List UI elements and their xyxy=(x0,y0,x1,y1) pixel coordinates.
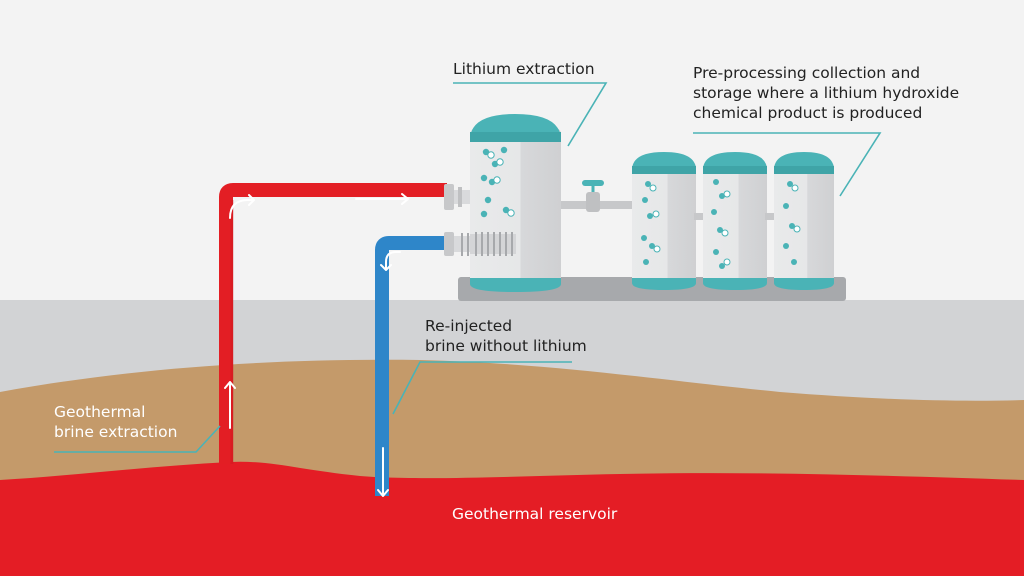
inlet-fitting xyxy=(444,184,472,210)
label-pre-processing: Pre-processing collection and storage wh… xyxy=(693,63,959,123)
valve-icon xyxy=(561,180,635,212)
label-geothermal-brine-extraction: Geothermal brine extraction xyxy=(54,402,177,442)
label-text: Geothermal reservoir xyxy=(452,505,618,523)
connector-pipe xyxy=(694,213,706,220)
leader-line-preprocessing xyxy=(693,132,882,197)
storage-tank-2 xyxy=(703,152,767,290)
label-line: Re-injected xyxy=(425,317,513,335)
connector-pipe xyxy=(765,213,777,220)
label-line: storage where a lithium hydroxide xyxy=(693,84,960,102)
leader-line-extraction xyxy=(453,82,608,147)
lithium-particle-icon xyxy=(711,179,731,269)
label-lithium-extraction: Lithium extraction xyxy=(453,59,595,79)
extraction-pipe xyxy=(219,183,447,464)
label-text: Lithium extraction xyxy=(453,60,595,78)
storage-tank-3 xyxy=(774,152,834,290)
geothermal-reservoir xyxy=(0,461,1024,576)
arrow-icon xyxy=(229,194,255,219)
leader-line-geobrine xyxy=(54,425,221,453)
label-line: Pre-processing collection and xyxy=(693,64,921,82)
arrow-icon xyxy=(380,251,401,271)
label-geothermal-reservoir: Geothermal reservoir xyxy=(452,504,617,524)
label-line: brine without lithium xyxy=(425,337,587,355)
reinjection-pipe xyxy=(375,236,448,497)
label-line: brine extraction xyxy=(54,423,178,441)
arrow-icon xyxy=(377,447,389,497)
label-line: Geothermal xyxy=(54,403,146,421)
storage-tank-1 xyxy=(632,152,696,290)
arrow-icon xyxy=(224,381,236,429)
label-line: chemical product is produced xyxy=(693,104,923,122)
label-reinjected-brine: Re-injected brine without lithium xyxy=(425,316,587,356)
arrow-icon xyxy=(355,193,409,205)
lithium-particle-icon xyxy=(641,181,661,265)
lithium-particle-icon xyxy=(480,146,515,218)
lithium-particle-icon xyxy=(783,181,801,265)
leader-line-reinjected xyxy=(392,361,572,415)
lithium-extraction-tank xyxy=(470,114,561,292)
